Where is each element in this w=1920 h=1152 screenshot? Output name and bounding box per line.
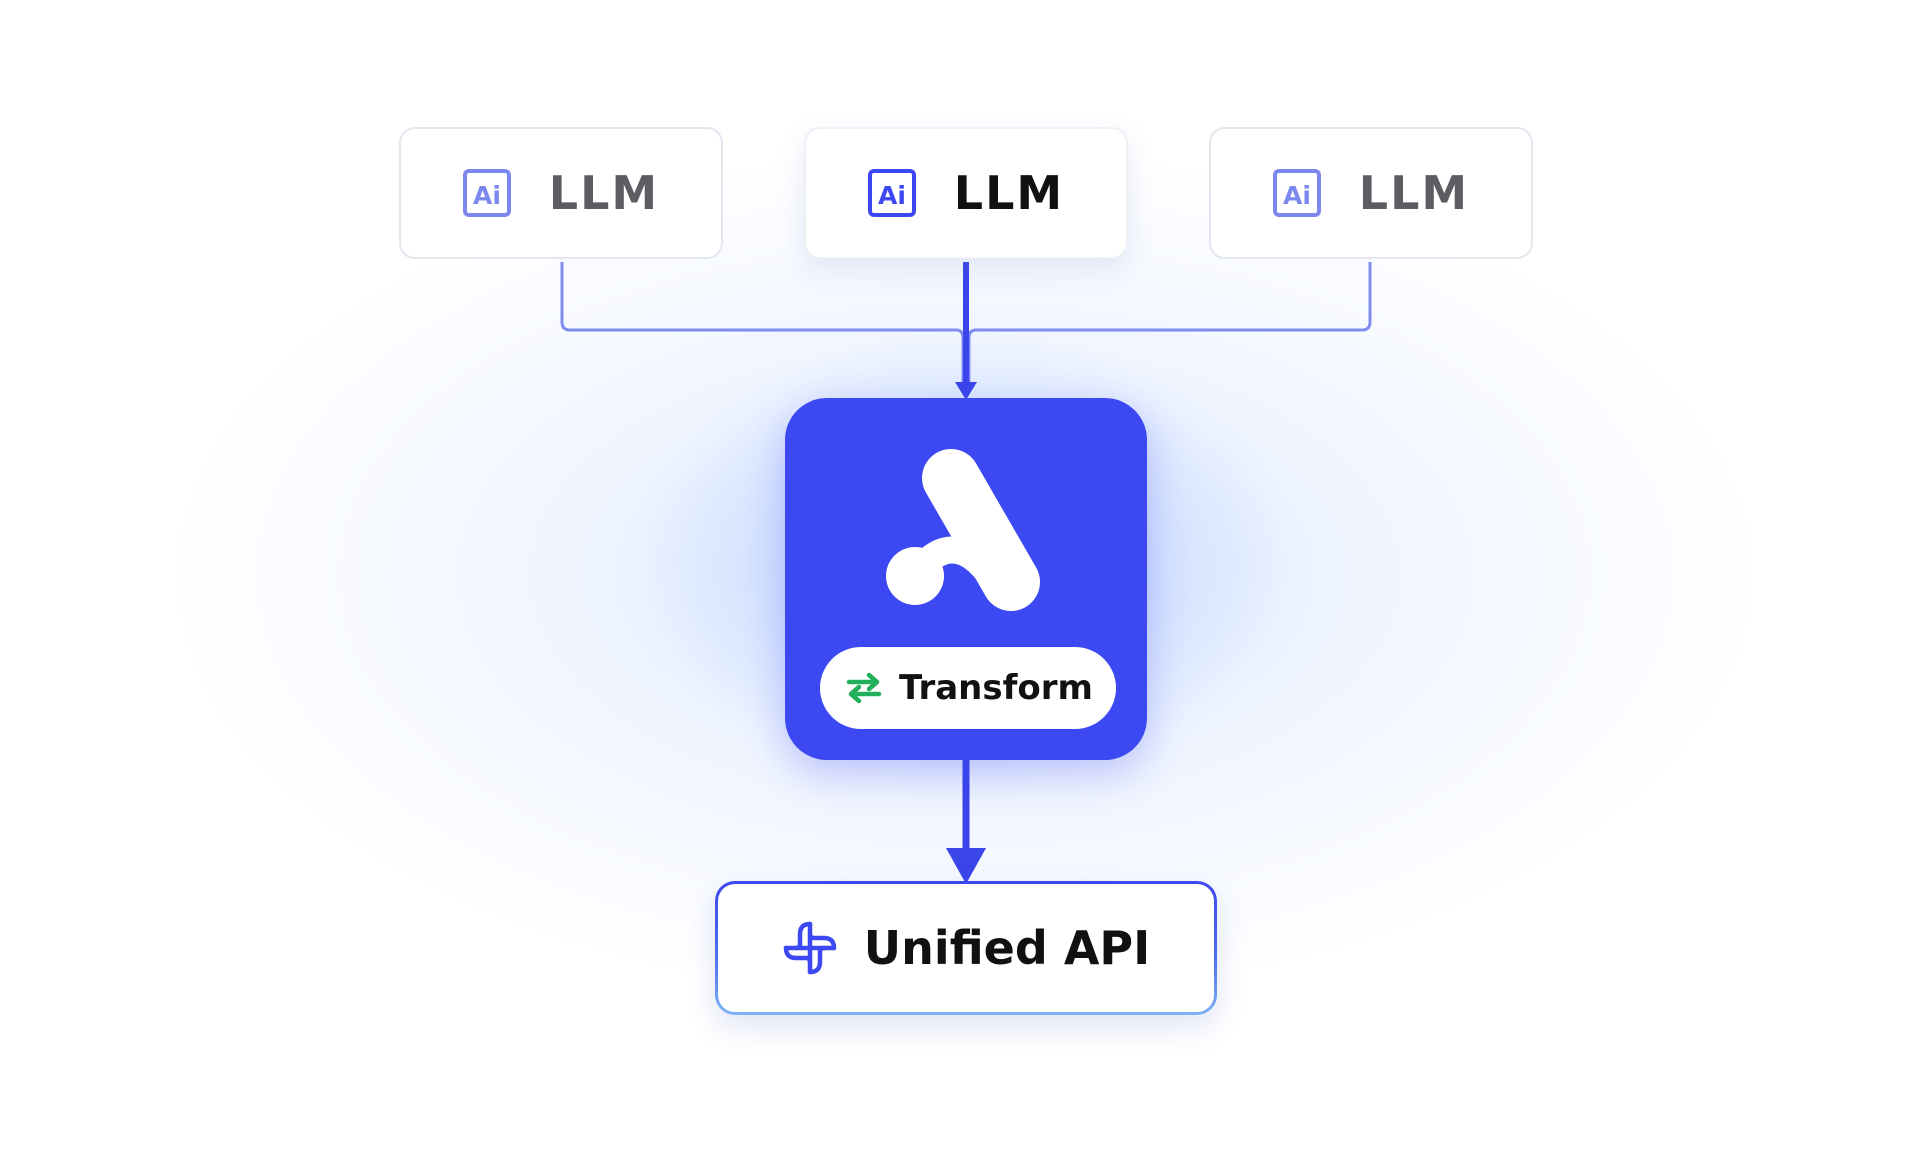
arrowhead-top xyxy=(955,382,977,400)
arrowhead-bottom xyxy=(946,848,986,884)
svg-text:Ai: Ai xyxy=(1283,181,1311,210)
unified-api-label: Unified API xyxy=(863,921,1151,975)
ai-icon: Ai xyxy=(867,169,916,217)
ai-icon: Ai xyxy=(1272,169,1321,217)
llm-label: LLM xyxy=(953,166,1065,220)
connector-left xyxy=(560,262,965,388)
svg-text:Ai: Ai xyxy=(473,181,501,210)
swap-arrows-icon xyxy=(846,672,882,704)
llm-card-left: Ai LLM xyxy=(399,127,723,259)
llm-label: LLM xyxy=(548,166,660,220)
transform-pill: Transform xyxy=(820,647,1116,729)
svg-text:Ai: Ai xyxy=(878,181,906,210)
llm-card-right: Ai LLM xyxy=(1209,127,1533,259)
api-cross-icon xyxy=(783,921,836,975)
llm-label: LLM xyxy=(1358,166,1470,220)
ai-icon: Ai xyxy=(462,169,511,217)
connector-right xyxy=(967,262,1372,388)
transform-hub: Transform xyxy=(785,398,1147,760)
unified-api-box: Unified API xyxy=(715,881,1217,1015)
unified-api-inner: Unified API xyxy=(718,884,1214,1012)
logo-icon xyxy=(886,449,1040,611)
llm-card-center: Ai LLM xyxy=(804,127,1128,259)
transform-label: Transform xyxy=(899,668,1093,708)
